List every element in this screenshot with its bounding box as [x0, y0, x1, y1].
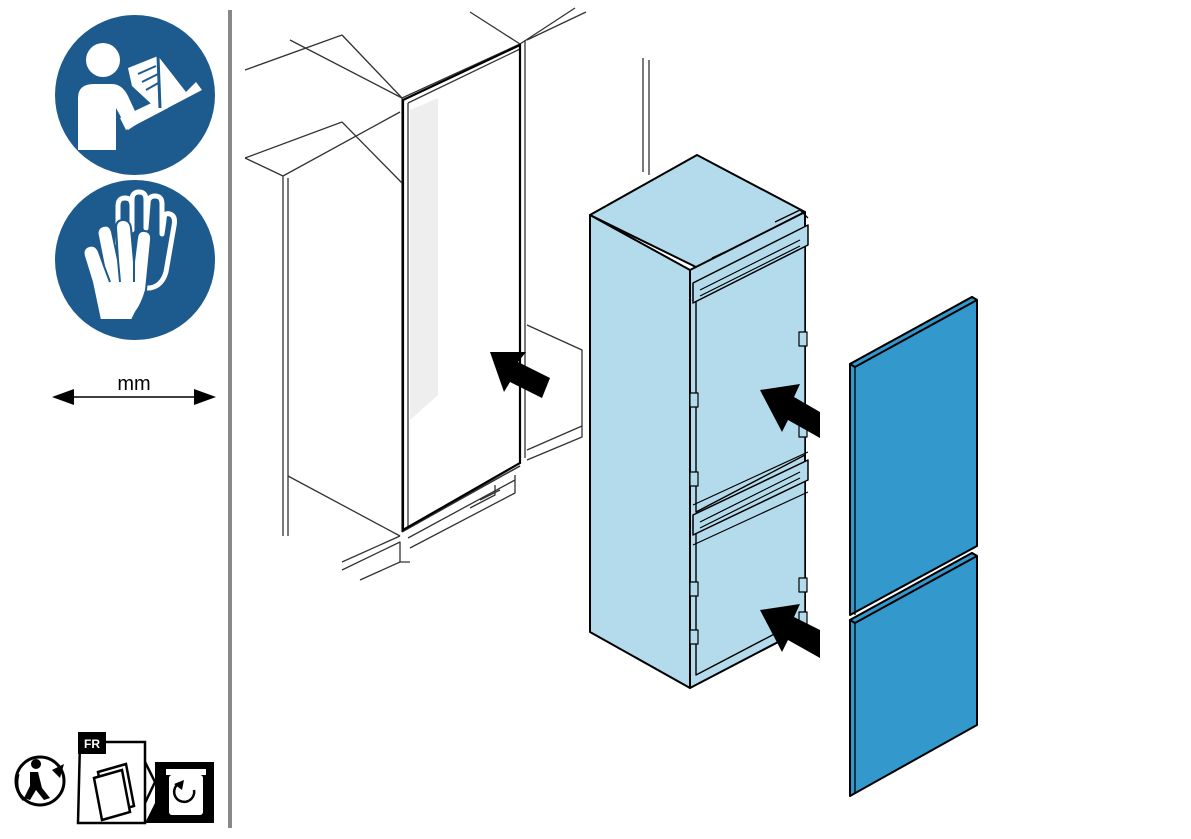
sidebar: mm FR [16, 15, 216, 823]
dimension-arrow: mm [52, 373, 216, 405]
read-manual-icon [55, 15, 215, 175]
kitchen-cabinet [245, 8, 649, 580]
wear-gloves-icon [55, 180, 215, 340]
paper-sorting-icon: FR [78, 732, 214, 823]
decor-door-panels [850, 297, 977, 796]
sidebar-divider [228, 10, 232, 828]
triman-icon [16, 757, 64, 805]
niche-back [410, 98, 438, 420]
unit-label: mm [117, 373, 150, 395]
recycling-country-label: FR [84, 737, 100, 751]
